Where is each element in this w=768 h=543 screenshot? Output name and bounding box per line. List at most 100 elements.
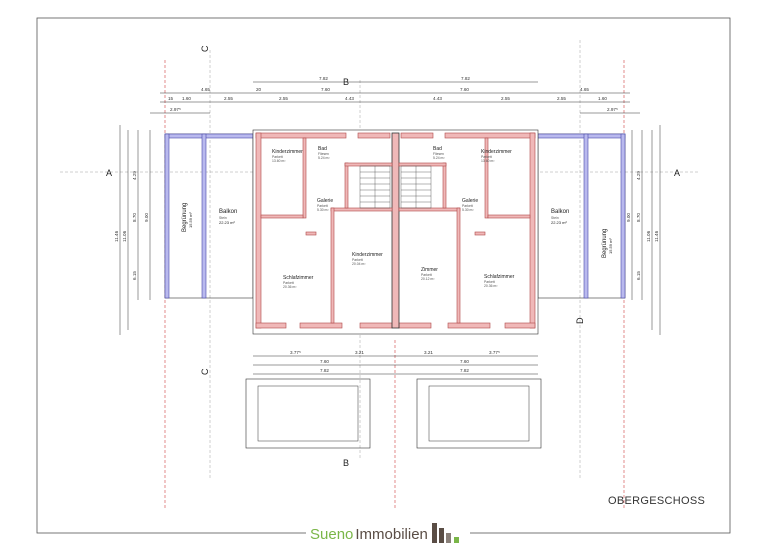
svg-text:4.43: 4.43 — [433, 96, 442, 101]
svg-text:20: 20 — [256, 87, 262, 92]
brand-name-part2: Immobilien — [355, 526, 428, 543]
svg-text:4.43: 4.43 — [345, 96, 354, 101]
svg-text:13.60 m²: 13.60 m² — [481, 159, 495, 163]
svg-text:22.23 m²: 22.23 m² — [551, 220, 567, 225]
svg-text:Balkon: Balkon — [551, 209, 569, 215]
staircase-right — [400, 165, 432, 209]
dimensions-top: 7.82 7.82 4.65 7.60 7.60 4.65 1.60 2.55 … — [150, 76, 640, 114]
marker-a-left: A — [106, 168, 112, 178]
svg-text:7.82: 7.82 — [460, 368, 469, 373]
svg-text:3.77⁵: 3.77⁵ — [489, 350, 500, 355]
marker-c-top: C — [200, 45, 210, 52]
svg-text:15: 15 — [168, 96, 174, 101]
svg-text:2.55: 2.55 — [279, 96, 288, 101]
svg-text:Balkon: Balkon — [219, 209, 237, 215]
svg-text:13.60 m²: 13.60 m² — [272, 159, 286, 163]
svg-text:11.06: 11.06 — [646, 230, 651, 242]
marker-c-bottom: C — [200, 368, 210, 375]
svg-text:2.55: 2.55 — [224, 96, 233, 101]
svg-text:Begrünung: Begrünung — [602, 229, 608, 258]
svg-text:Galerie: Galerie — [462, 198, 478, 204]
svg-text:Schlafzimmer: Schlafzimmer — [484, 274, 515, 280]
svg-text:4.29: 4.29 — [132, 171, 137, 180]
marker-b-bottom: B — [343, 458, 349, 468]
svg-text:11.46: 11.46 — [654, 230, 659, 242]
svg-text:3.21: 3.21 — [424, 350, 433, 355]
svg-text:7.60: 7.60 — [460, 87, 469, 92]
svg-text:Parkett: Parkett — [352, 258, 363, 262]
svg-text:Fliesen: Fliesen — [318, 152, 329, 156]
svg-text:Parkett: Parkett — [317, 204, 328, 208]
svg-text:Parkett: Parkett — [272, 155, 283, 159]
svg-text:11.06: 11.06 — [122, 230, 127, 242]
svg-text:7.60: 7.60 — [320, 359, 329, 364]
svg-text:7.82: 7.82 — [319, 76, 328, 81]
marker-d: D — [575, 317, 585, 324]
svg-text:Kinderzimmer: Kinderzimmer — [481, 149, 512, 155]
svg-text:4.29: 4.29 — [636, 171, 641, 180]
building-logo-icon — [431, 523, 459, 543]
svg-text:9.00: 9.00 — [144, 213, 149, 222]
svg-text:11.46: 11.46 — [114, 230, 119, 242]
svg-text:15.59 m²: 15.59 m² — [188, 212, 193, 228]
svg-text:9.00: 9.00 — [626, 213, 631, 222]
svg-text:3.21: 3.21 — [355, 350, 364, 355]
svg-text:Kinderzimmer: Kinderzimmer — [352, 252, 383, 258]
svg-text:3.77⁵: 3.77⁵ — [290, 350, 301, 355]
svg-text:4.65: 4.65 — [201, 87, 210, 92]
svg-text:20.36 m²: 20.36 m² — [484, 284, 498, 288]
building-walls — [252, 129, 539, 335]
svg-text:2.55: 2.55 — [501, 96, 510, 101]
svg-text:7.82: 7.82 — [320, 368, 329, 373]
svg-text:4.65: 4.65 — [580, 87, 589, 92]
svg-text:15.59 m²: 15.59 m² — [608, 238, 613, 254]
marker-a-right: A — [674, 168, 680, 178]
svg-text:Zimmer: Zimmer — [421, 267, 438, 273]
svg-text:Stein: Stein — [219, 216, 227, 220]
svg-text:5.30 m²: 5.30 m² — [462, 208, 474, 212]
carport-left — [245, 378, 371, 449]
brand-name-part1: Sueno — [310, 526, 354, 543]
svg-text:Kinderzimmer: Kinderzimmer — [272, 149, 303, 155]
dimensions-bottom: 3.77⁵ 3.21 3.21 3.77⁵ 7.60 7.60 7.82 7.8… — [253, 350, 538, 375]
balcony-left — [164, 133, 254, 299]
svg-text:Bad: Bad — [318, 146, 327, 152]
svg-text:8.70: 8.70 — [636, 213, 641, 222]
svg-text:2.97⁵: 2.97⁵ — [170, 107, 181, 112]
svg-text:Bad: Bad — [433, 146, 442, 152]
svg-text:20.04 m²: 20.04 m² — [352, 262, 366, 266]
svg-text:5.24 m²: 5.24 m² — [433, 156, 445, 160]
staircase-left — [359, 165, 391, 209]
svg-text:5.24 m²: 5.24 m² — [318, 156, 330, 160]
svg-text:Begrünung: Begrünung — [182, 203, 188, 232]
svg-text:Fliesen: Fliesen — [433, 152, 444, 156]
svg-text:2.97⁵: 2.97⁵ — [607, 107, 618, 112]
svg-text:7.60: 7.60 — [321, 87, 330, 92]
carport-right — [416, 378, 542, 449]
svg-text:1.60: 1.60 — [182, 96, 191, 101]
svg-text:6.15: 6.15 — [132, 271, 137, 280]
svg-text:Parkett: Parkett — [484, 280, 495, 284]
svg-text:Parkett: Parkett — [421, 273, 432, 277]
svg-text:6.15: 6.15 — [636, 271, 641, 280]
svg-text:Parkett: Parkett — [481, 155, 492, 159]
room-labels-left: Kinderzimmer Parkett 13.60 m² Bad Fliese… — [182, 146, 383, 289]
svg-text:Parkett: Parkett — [462, 204, 473, 208]
sheet-title: OBERGESCHOSS — [608, 495, 706, 507]
svg-text:22.23 m²: 22.23 m² — [219, 220, 235, 225]
svg-text:2.55: 2.55 — [557, 96, 566, 101]
svg-text:Stein: Stein — [551, 216, 559, 220]
brand-logo: Sueno Immobilien — [306, 523, 470, 543]
dimensions-side: 11.46 11.06 8.70 9.00 4.29 6.15 11.46 11… — [114, 125, 661, 335]
svg-text:5.30 m²: 5.30 m² — [317, 208, 329, 212]
svg-text:1.60: 1.60 — [598, 96, 607, 101]
svg-text:Schlafzimmer: Schlafzimmer — [283, 275, 314, 281]
room-labels-right: Bad Fliesen 5.24 m² Kinderzimmer Parkett… — [421, 146, 613, 288]
svg-text:7.82: 7.82 — [461, 76, 470, 81]
svg-text:Galerie: Galerie — [317, 198, 333, 204]
svg-text:20.36 m²: 20.36 m² — [283, 285, 297, 289]
svg-text:8.70: 8.70 — [132, 213, 137, 222]
svg-text:20.12 m²: 20.12 m² — [421, 277, 435, 281]
svg-text:7.60: 7.60 — [460, 359, 469, 364]
